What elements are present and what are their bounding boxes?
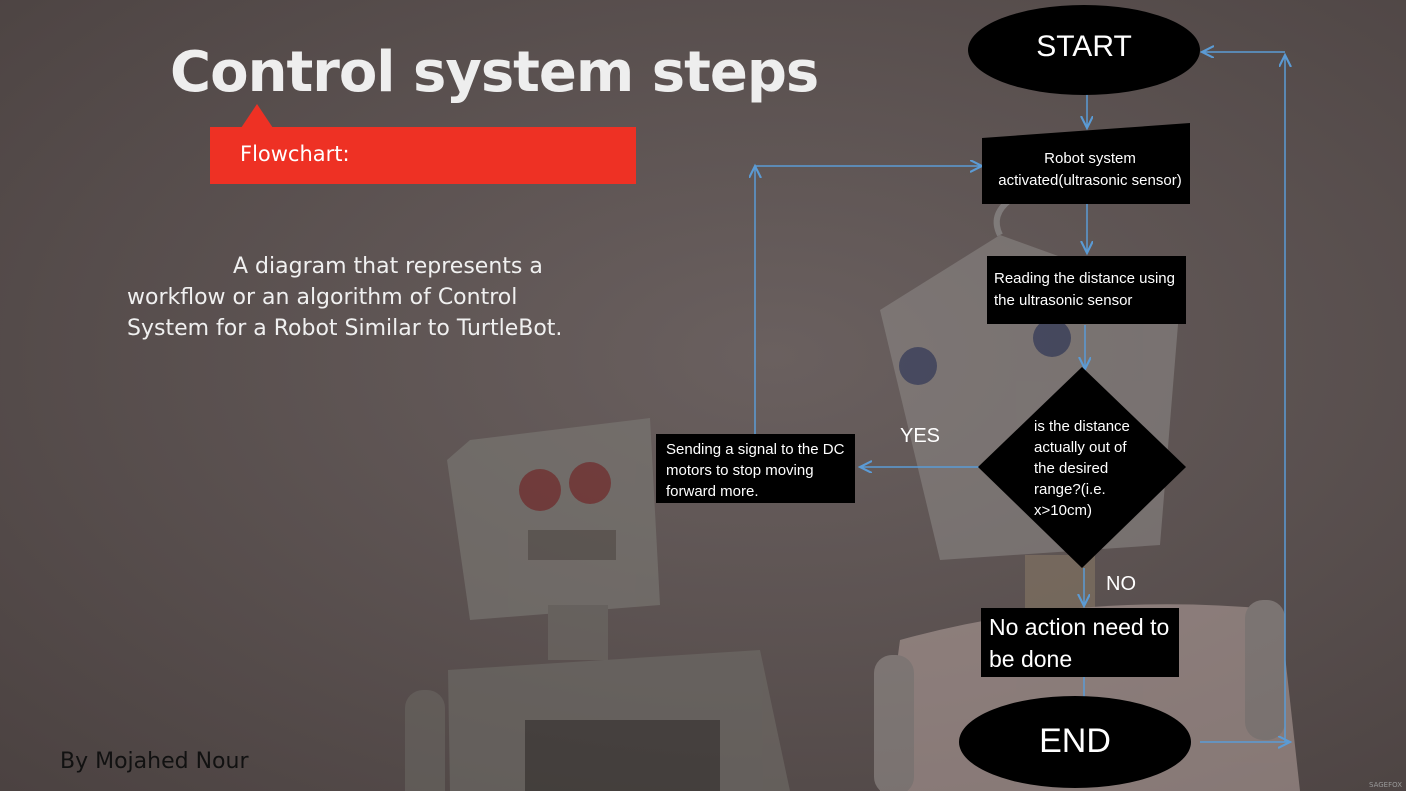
end-node-shape [959,696,1191,788]
activate-node-shape [982,123,1190,204]
slide-title: Control system steps [170,40,819,105]
watermark: SAGEFOX [1369,781,1402,789]
yes-action-node-label: Sending a signal to the DC motors to sto… [666,441,845,500]
read-node-shape [987,256,1186,324]
end-node-label: END [1039,722,1111,760]
flowchart-banner: Flowchart: [210,127,636,184]
banner-label: Flowchart: [240,142,350,166]
yes-branch-label: YES [900,425,941,447]
decision-node-shape [978,367,1186,568]
no-branch-label: NO [1106,573,1136,595]
activate-node-label: Robot system activated(ultrasonic sensor… [998,150,1182,189]
banner-pointer [241,104,273,128]
yes-action-node-shape [656,434,855,503]
decision-node-label: is the distance actually out of the desi… [1034,418,1130,519]
start-node-label: START [1036,30,1132,63]
no-action-node-shape [981,608,1179,677]
start-node-shape [968,5,1200,95]
slide-description: A diagram that represents a workflow or … [127,254,563,341]
author-credit: By Mojahed Nour [60,749,249,774]
no-action-node-label: No action need to be done [989,614,1170,672]
read-node-label: Reading the distance using the ultrasoni… [994,270,1175,309]
